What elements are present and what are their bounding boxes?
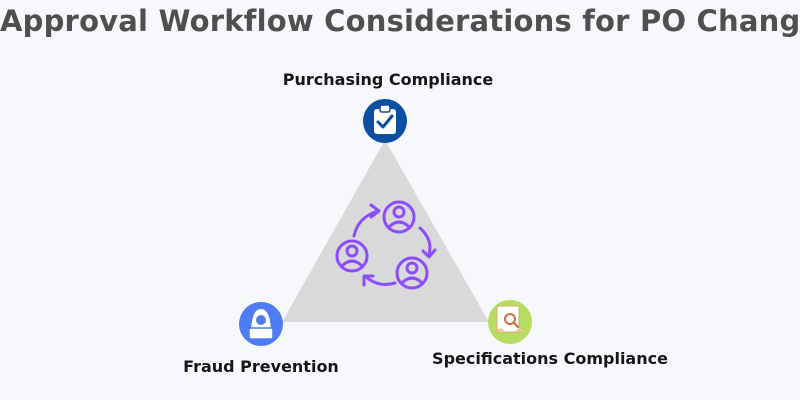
fraud-prevention-node bbox=[239, 302, 283, 346]
cycle-arrow bbox=[352, 209, 380, 238]
approval-cycle-icon bbox=[335, 200, 437, 290]
cycle-arrow bbox=[363, 274, 397, 286]
clipboard-check-icon bbox=[374, 104, 396, 134]
arrow-head bbox=[421, 248, 437, 259]
person-circle-icon bbox=[395, 256, 429, 290]
specifications-compliance-label: Specifications Compliance bbox=[432, 349, 668, 368]
cycle-arrow bbox=[418, 226, 432, 256]
purchasing-compliance-label: Purchasing Compliance bbox=[282, 70, 494, 89]
purchasing-compliance-node bbox=[363, 99, 407, 143]
person-circle-icon bbox=[335, 239, 369, 273]
arrow-head bbox=[369, 203, 381, 219]
specifications-compliance-node bbox=[488, 300, 532, 344]
fraud-prevention-label: Fraud Prevention bbox=[183, 357, 339, 376]
triangle-shape bbox=[282, 140, 489, 322]
person-circle-icon bbox=[382, 200, 416, 234]
document-inspection-icon bbox=[496, 305, 524, 333]
page-title: Approval Workflow Considerations for PO … bbox=[0, 4, 800, 38]
arrow-head bbox=[362, 274, 375, 287]
hacker-icon bbox=[248, 309, 274, 340]
